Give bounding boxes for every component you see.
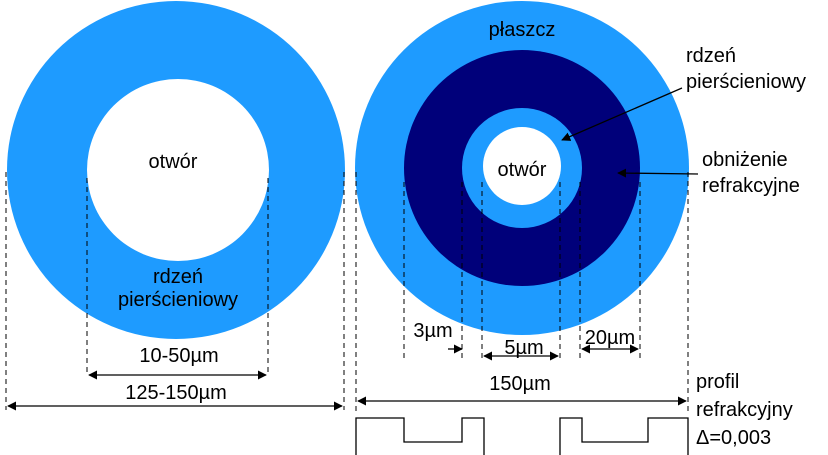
left-core-label-line2: pierścieniowy xyxy=(118,289,238,311)
profile-label-line2: refrakcyjny xyxy=(696,399,793,421)
depressed-pointer-arrow xyxy=(617,168,699,178)
right-hole-label: otwór xyxy=(498,159,547,181)
cladding-label: płaszcz xyxy=(489,19,556,41)
left-dim-outer-label: 125-150µm xyxy=(125,382,227,404)
refractive-profile-curve xyxy=(355,417,485,455)
left-dim-hole-label: 10-50µm xyxy=(139,345,218,367)
dim-core-label: 3µm xyxy=(413,320,452,342)
left-core-label-line1: rdzeń xyxy=(153,266,203,288)
refractive-profile-curve-right xyxy=(559,417,689,455)
dim-hole-label: 5µm xyxy=(504,337,543,359)
core-pointer-arrow xyxy=(561,87,683,141)
right-guides xyxy=(355,172,689,412)
profile-label-line3: Δ=0,003 xyxy=(696,427,771,449)
right-core-label-line1: rdzeń xyxy=(686,45,736,67)
left-guides xyxy=(5,172,345,410)
dim-depressed-label: 20µm xyxy=(585,327,635,349)
right-hole xyxy=(483,127,561,205)
right-core-label-line2: pierścieniowy xyxy=(686,71,806,93)
left-fiber: otwór rdzeń pierścieniowy 10-50µm 125-15… xyxy=(5,1,345,411)
depressed-label-line2: refrakcyjne xyxy=(702,175,800,197)
left-hole xyxy=(87,79,269,261)
right-fiber: płaszcz rdzeń pierścieniowy otwór obniże… xyxy=(355,1,806,455)
dim-outer-label: 150µm xyxy=(489,373,551,395)
left-hole-label: otwór xyxy=(149,151,198,173)
profile-label-line1: profil xyxy=(696,371,739,393)
depressed-label-line1: obniżenie xyxy=(702,149,788,171)
